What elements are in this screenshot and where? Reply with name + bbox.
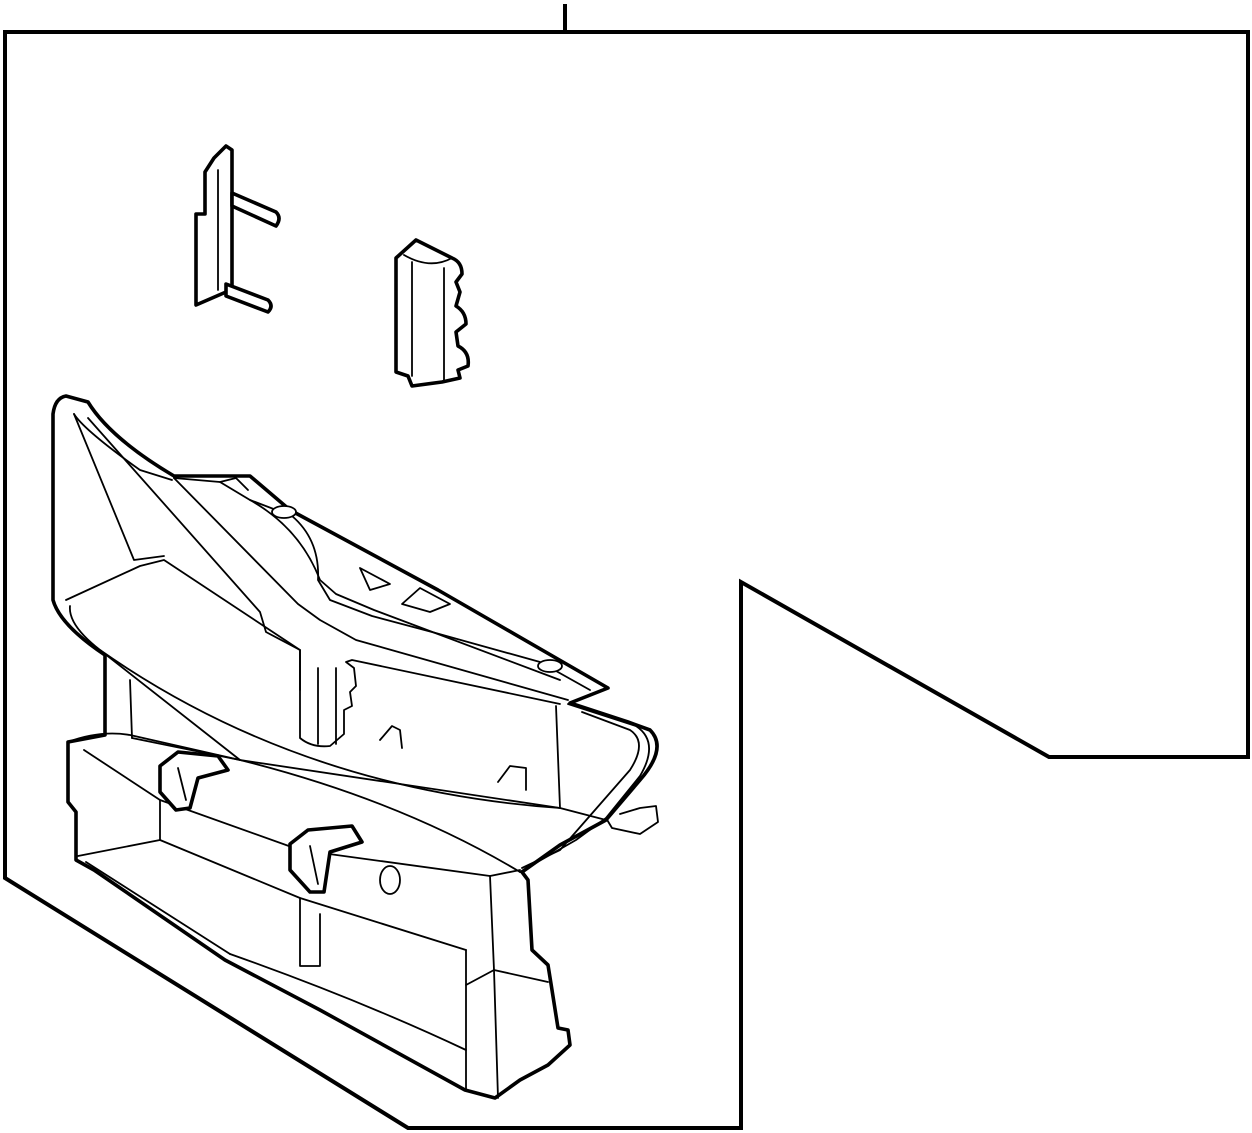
air-deflector-assembly bbox=[51, 394, 659, 1100]
mounting-hole bbox=[379, 865, 401, 895]
assembly-boundary-outline bbox=[3, 30, 1250, 1130]
bracket-part bbox=[194, 144, 281, 314]
clip-part bbox=[394, 238, 471, 388]
mounting-hole bbox=[271, 505, 297, 519]
mounting-hole bbox=[537, 659, 563, 673]
